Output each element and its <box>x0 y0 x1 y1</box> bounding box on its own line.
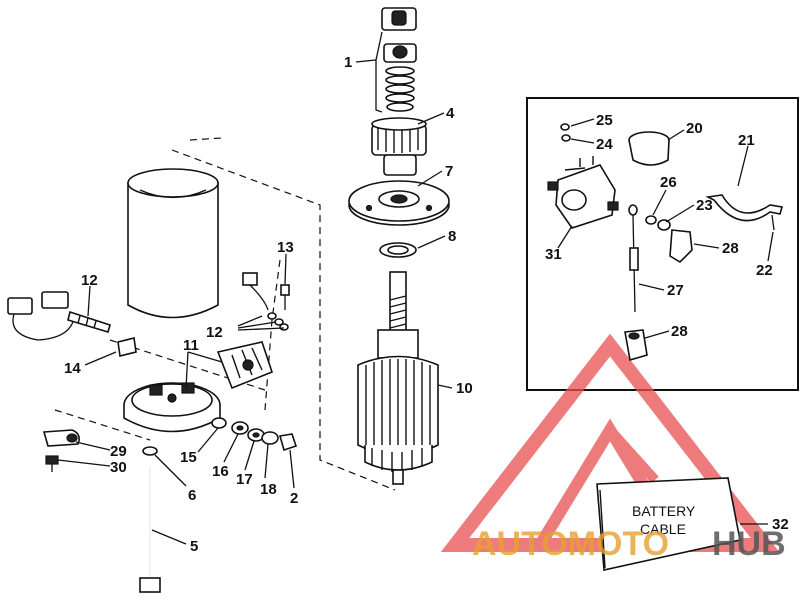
commutator-end-head <box>123 382 221 433</box>
callouts: 1 4 7 8 10 13 12 12 11 14 15 16 17 18 2 … <box>64 54 789 555</box>
callout-32: 32 <box>772 516 789 533</box>
callout-11: 11 <box>183 337 199 354</box>
callout-27: 27 <box>667 282 684 299</box>
battery-cable-box: BATTERY CABLE <box>596 477 741 571</box>
wire-clamp <box>42 429 80 472</box>
callout-20: 20 <box>686 120 703 137</box>
callout-2: 2 <box>290 490 298 507</box>
cable-lead <box>628 204 639 313</box>
callout-1: 1 <box>344 54 352 71</box>
callout-6: 6 <box>188 487 196 504</box>
callout-16: 16 <box>212 463 229 480</box>
terminal-boot-lower <box>624 329 648 362</box>
armature <box>357 271 439 485</box>
callout-10: 10 <box>456 380 473 397</box>
terminal-hardware <box>211 417 298 452</box>
callout-4: 4 <box>446 105 455 122</box>
callout-14: 14 <box>64 360 81 377</box>
battery-label: BATTERY <box>632 503 696 519</box>
inset-frame <box>526 97 799 391</box>
terminal-boot-upper <box>645 215 693 264</box>
callout-30: 30 <box>110 459 127 476</box>
callout-28-lower: 28 <box>671 323 688 340</box>
assembly-line-right <box>171 149 396 491</box>
assembly-line-lower <box>54 409 151 441</box>
callout-28-upper: 28 <box>722 240 739 257</box>
callout-22: 22 <box>756 262 773 279</box>
callout-29: 29 <box>110 443 127 460</box>
callout-5: 5 <box>190 538 198 555</box>
callout-26: 26 <box>660 174 677 191</box>
callout-13: 13 <box>277 239 294 256</box>
callout-21: 21 <box>738 132 755 149</box>
brush-set-right <box>242 272 289 331</box>
insulator <box>117 337 137 357</box>
assembly-line-brush <box>264 259 281 411</box>
callout-7: 7 <box>445 163 453 180</box>
cable-label: CABLE <box>640 521 686 537</box>
solenoid-boot <box>628 131 670 166</box>
callout-25: 25 <box>596 112 613 129</box>
leader-lines <box>57 31 774 545</box>
callout-24: 24 <box>596 136 613 153</box>
watermark-text-secondary: HUB <box>712 525 786 563</box>
end-cap <box>348 180 450 226</box>
callout-31: 31 <box>545 246 562 263</box>
motor-frame <box>127 168 219 319</box>
brush-plate <box>216 341 273 390</box>
callout-23: 23 <box>696 197 713 214</box>
mounting-bracket <box>705 194 784 222</box>
through-bolt <box>139 446 161 593</box>
callout-8: 8 <box>448 228 456 245</box>
solenoid <box>547 123 619 229</box>
brush-set-left <box>7 291 111 341</box>
drive-stack <box>381 7 417 112</box>
assembly-line-top <box>189 137 223 141</box>
callout-12-left: 12 <box>81 272 98 289</box>
callout-12-right: 12 <box>206 324 223 341</box>
pinion-gear <box>371 117 427 176</box>
watermark-text-primary: AUTOMOTO <box>472 525 669 563</box>
bracket-screw <box>771 214 775 231</box>
callout-15: 15 <box>180 449 197 466</box>
callout-17: 17 <box>236 471 253 488</box>
callout-18: 18 <box>260 481 277 498</box>
terminal-screw <box>280 284 290 310</box>
